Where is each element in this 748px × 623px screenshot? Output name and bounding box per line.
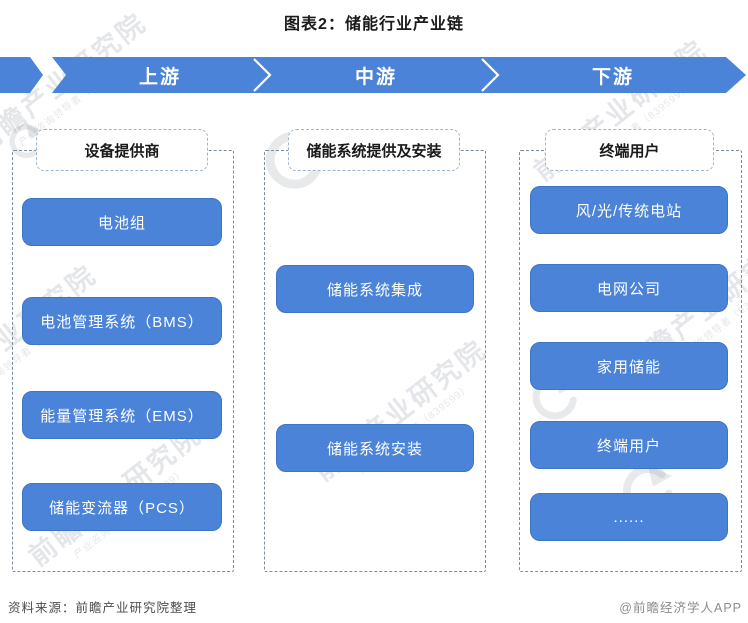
- node-grid-company: 电网公司: [530, 264, 728, 312]
- page-title: 图表2：储能行业产业链: [284, 16, 464, 33]
- node-ellipsis: ......: [530, 493, 728, 541]
- column-midstream-container: [264, 150, 486, 572]
- banner-lead-arrow-icon: [0, 57, 43, 93]
- banner-segment-midstream: 中游: [354, 66, 397, 88]
- node-power-stations: 风/光/传统电站: [530, 186, 728, 234]
- column-header-end-users: 终端用户: [545, 129, 714, 171]
- node-end-users: 终端用户: [530, 421, 728, 469]
- chevron-separator-icon: [253, 58, 272, 92]
- banner-body-arrow-icon: [52, 57, 746, 93]
- node-battery-pack: 电池组: [22, 198, 222, 246]
- chevron-separator-icon: [481, 58, 500, 92]
- column-header-equipment-providers: 设备提供商: [36, 129, 208, 171]
- source-note: 资料来源：前瞻产业研究院整理: [8, 601, 198, 615]
- node-ems: 能量管理系统（EMS）: [22, 391, 222, 439]
- banner-segment-downstream: 下游: [591, 66, 634, 88]
- stage-banner-arrow: [0, 57, 746, 93]
- stage-banner: 上游 中游 下游: [0, 57, 748, 93]
- node-pcs: 储能变流器（PCS）: [22, 483, 222, 531]
- logo-watermark-icon: [6, 122, 44, 165]
- app-credit: @前瞻经济学人APP: [619, 601, 742, 615]
- node-system-integration: 储能系统集成: [276, 265, 474, 313]
- node-home-storage: 家用储能: [530, 342, 728, 390]
- column-header-system-supply-install: 储能系统提供及安装: [288, 129, 460, 171]
- node-bms: 电池管理系统（BMS）: [22, 297, 222, 345]
- banner-segment-upstream: 上游: [138, 66, 181, 88]
- node-system-installation: 储能系统安装: [276, 424, 474, 472]
